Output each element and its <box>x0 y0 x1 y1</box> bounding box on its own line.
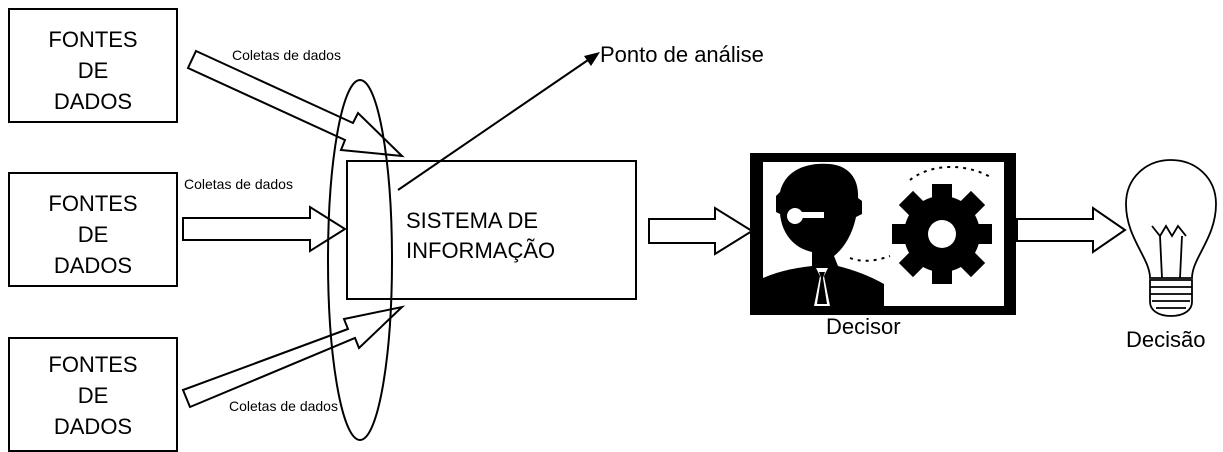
decisor-picture <box>750 153 1016 315</box>
source-text-1: FONTES DE DADOS <box>48 27 138 114</box>
analysis-point-label: Ponto de análise <box>600 42 764 67</box>
information-system-box: SISTEMA DE INFORMAÇÃO <box>346 160 637 300</box>
source-text-2: FONTES DE DADOS <box>48 191 138 278</box>
source-box-1: FONTES DE DADOS <box>8 8 178 123</box>
person-icon <box>763 163 884 306</box>
information-system-text: SISTEMA DE INFORMAÇÃO <box>406 208 556 263</box>
collection-arrow-2 <box>182 205 347 253</box>
collection-arrow-3 <box>181 305 406 409</box>
analysis-ellipse <box>327 79 393 441</box>
gear-icon <box>892 184 992 284</box>
light-bulb-icon <box>1125 159 1217 317</box>
collection-label-1: Coletas de dados <box>232 47 341 63</box>
flow-arrow-to-decision <box>1016 206 1127 254</box>
collection-label-2: Coletas de dados <box>184 176 293 192</box>
decisor-label: Decisor <box>826 314 901 339</box>
analysis-pointer-line <box>397 57 592 191</box>
analysis-pointer-arrowhead <box>584 52 600 66</box>
collection-label-3: Coletas de dados <box>229 398 338 414</box>
decision-label: Decisão <box>1126 327 1206 352</box>
source-text-3: FONTES DE DADOS <box>48 352 138 439</box>
collection-arrow-1 <box>186 49 405 158</box>
flow-arrow-to-decisor <box>648 206 754 256</box>
source-box-2: FONTES DE DADOS <box>8 172 178 287</box>
